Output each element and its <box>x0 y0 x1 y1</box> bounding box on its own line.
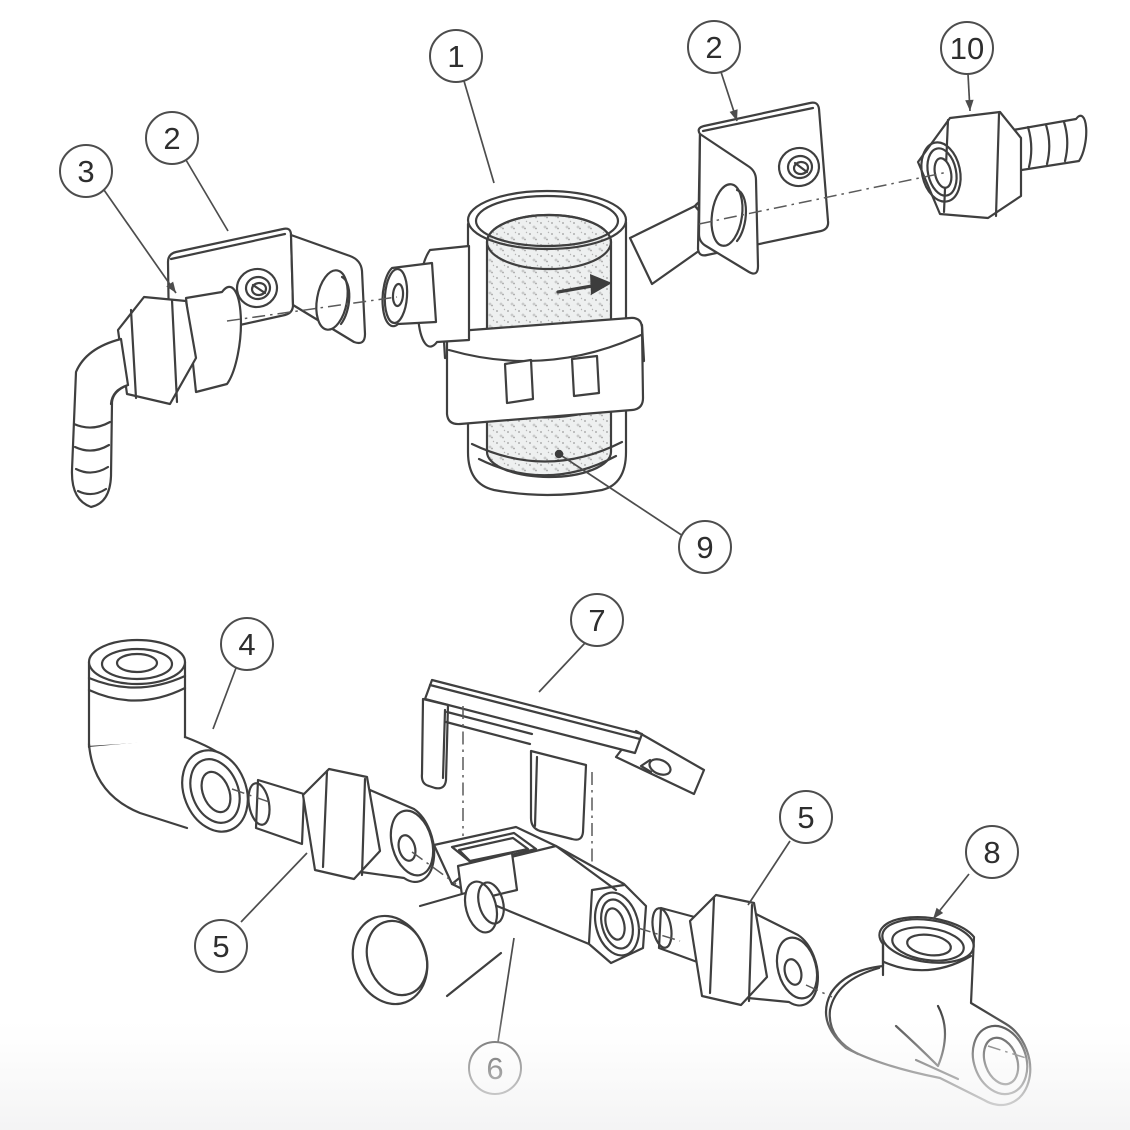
flow-direction-arrow-icon <box>556 284 594 294</box>
callout-5-right: 5 <box>747 790 833 906</box>
callout-bubble <box>940 21 994 75</box>
bracket-port-hole <box>710 183 744 247</box>
channel-bracket <box>420 678 706 841</box>
callout-bubble <box>429 29 483 83</box>
callout-9: 9 <box>554 449 732 574</box>
hex-nut-hose-barb-fitting <box>916 110 1088 220</box>
callout-bubble <box>687 20 741 74</box>
elbow-push-fit-connector <box>87 638 249 833</box>
leader-arrowhead-icon <box>965 99 974 111</box>
callout-1: 1 <box>429 29 495 184</box>
callout-number: 5 <box>797 800 814 835</box>
callout-number: 9 <box>696 530 713 565</box>
callout-layer: 1232109475568 <box>59 20 1019 1095</box>
filter-inlet-port <box>381 261 438 328</box>
leader-arrowhead-icon <box>933 907 944 919</box>
callout-bubble <box>59 144 113 198</box>
filter-bowl <box>466 398 628 497</box>
filter-assembly <box>381 189 646 497</box>
elbow-hose-barb-fitting <box>70 285 243 509</box>
callout-bubble <box>678 520 732 574</box>
callout-10: 10 <box>940 21 994 112</box>
leader-line <box>558 453 684 537</box>
callout-number: 10 <box>950 31 984 66</box>
callout-number: 1 <box>447 39 464 74</box>
callout-bubble <box>965 825 1019 879</box>
callout-4: 4 <box>212 617 274 730</box>
leader-line <box>463 80 495 184</box>
callout-number: 2 <box>163 121 180 156</box>
bracket-tab-hole <box>648 758 672 776</box>
callout-number: 2 <box>705 30 722 65</box>
leader-line <box>185 159 229 232</box>
callout-3: 3 <box>59 144 177 294</box>
callout-bubble <box>779 790 833 844</box>
bottom-fade <box>0 1008 1130 1130</box>
callout-bubble <box>570 593 624 647</box>
leader-arrowhead-icon <box>166 281 176 293</box>
callout-number: 7 <box>588 603 605 638</box>
hex-adapter-left <box>247 767 436 883</box>
callout-5-left: 5 <box>194 852 308 973</box>
leader-line <box>103 189 177 294</box>
leader-dot-icon <box>554 449 564 459</box>
callout-bubble <box>145 111 199 165</box>
bracket-port-hole <box>315 269 349 331</box>
callout-number: 5 <box>212 929 229 964</box>
hex-adapter-right <box>651 893 819 1007</box>
hose-barb-ridges <box>72 420 112 496</box>
callout-2-left: 2 <box>145 111 229 232</box>
callout-number: 8 <box>983 835 1000 870</box>
callout-number: 3 <box>77 154 94 189</box>
leader-line <box>212 667 237 730</box>
valve-body <box>351 825 648 1006</box>
callout-bubble <box>220 617 274 671</box>
callout-7: 7 <box>538 593 624 693</box>
l-mounting-bracket-right <box>696 101 830 275</box>
filter-housing-rim <box>466 189 628 251</box>
callout-2-right: 2 <box>687 20 741 122</box>
callout-number: 4 <box>238 627 255 662</box>
leader-line <box>747 840 791 906</box>
callout-bubble <box>194 919 248 973</box>
filter-clamp-band <box>445 316 645 426</box>
leader-arrowhead-icon <box>729 109 738 121</box>
callout-8: 8 <box>932 825 1019 920</box>
leader-line <box>240 852 308 923</box>
leader-line <box>538 642 586 693</box>
